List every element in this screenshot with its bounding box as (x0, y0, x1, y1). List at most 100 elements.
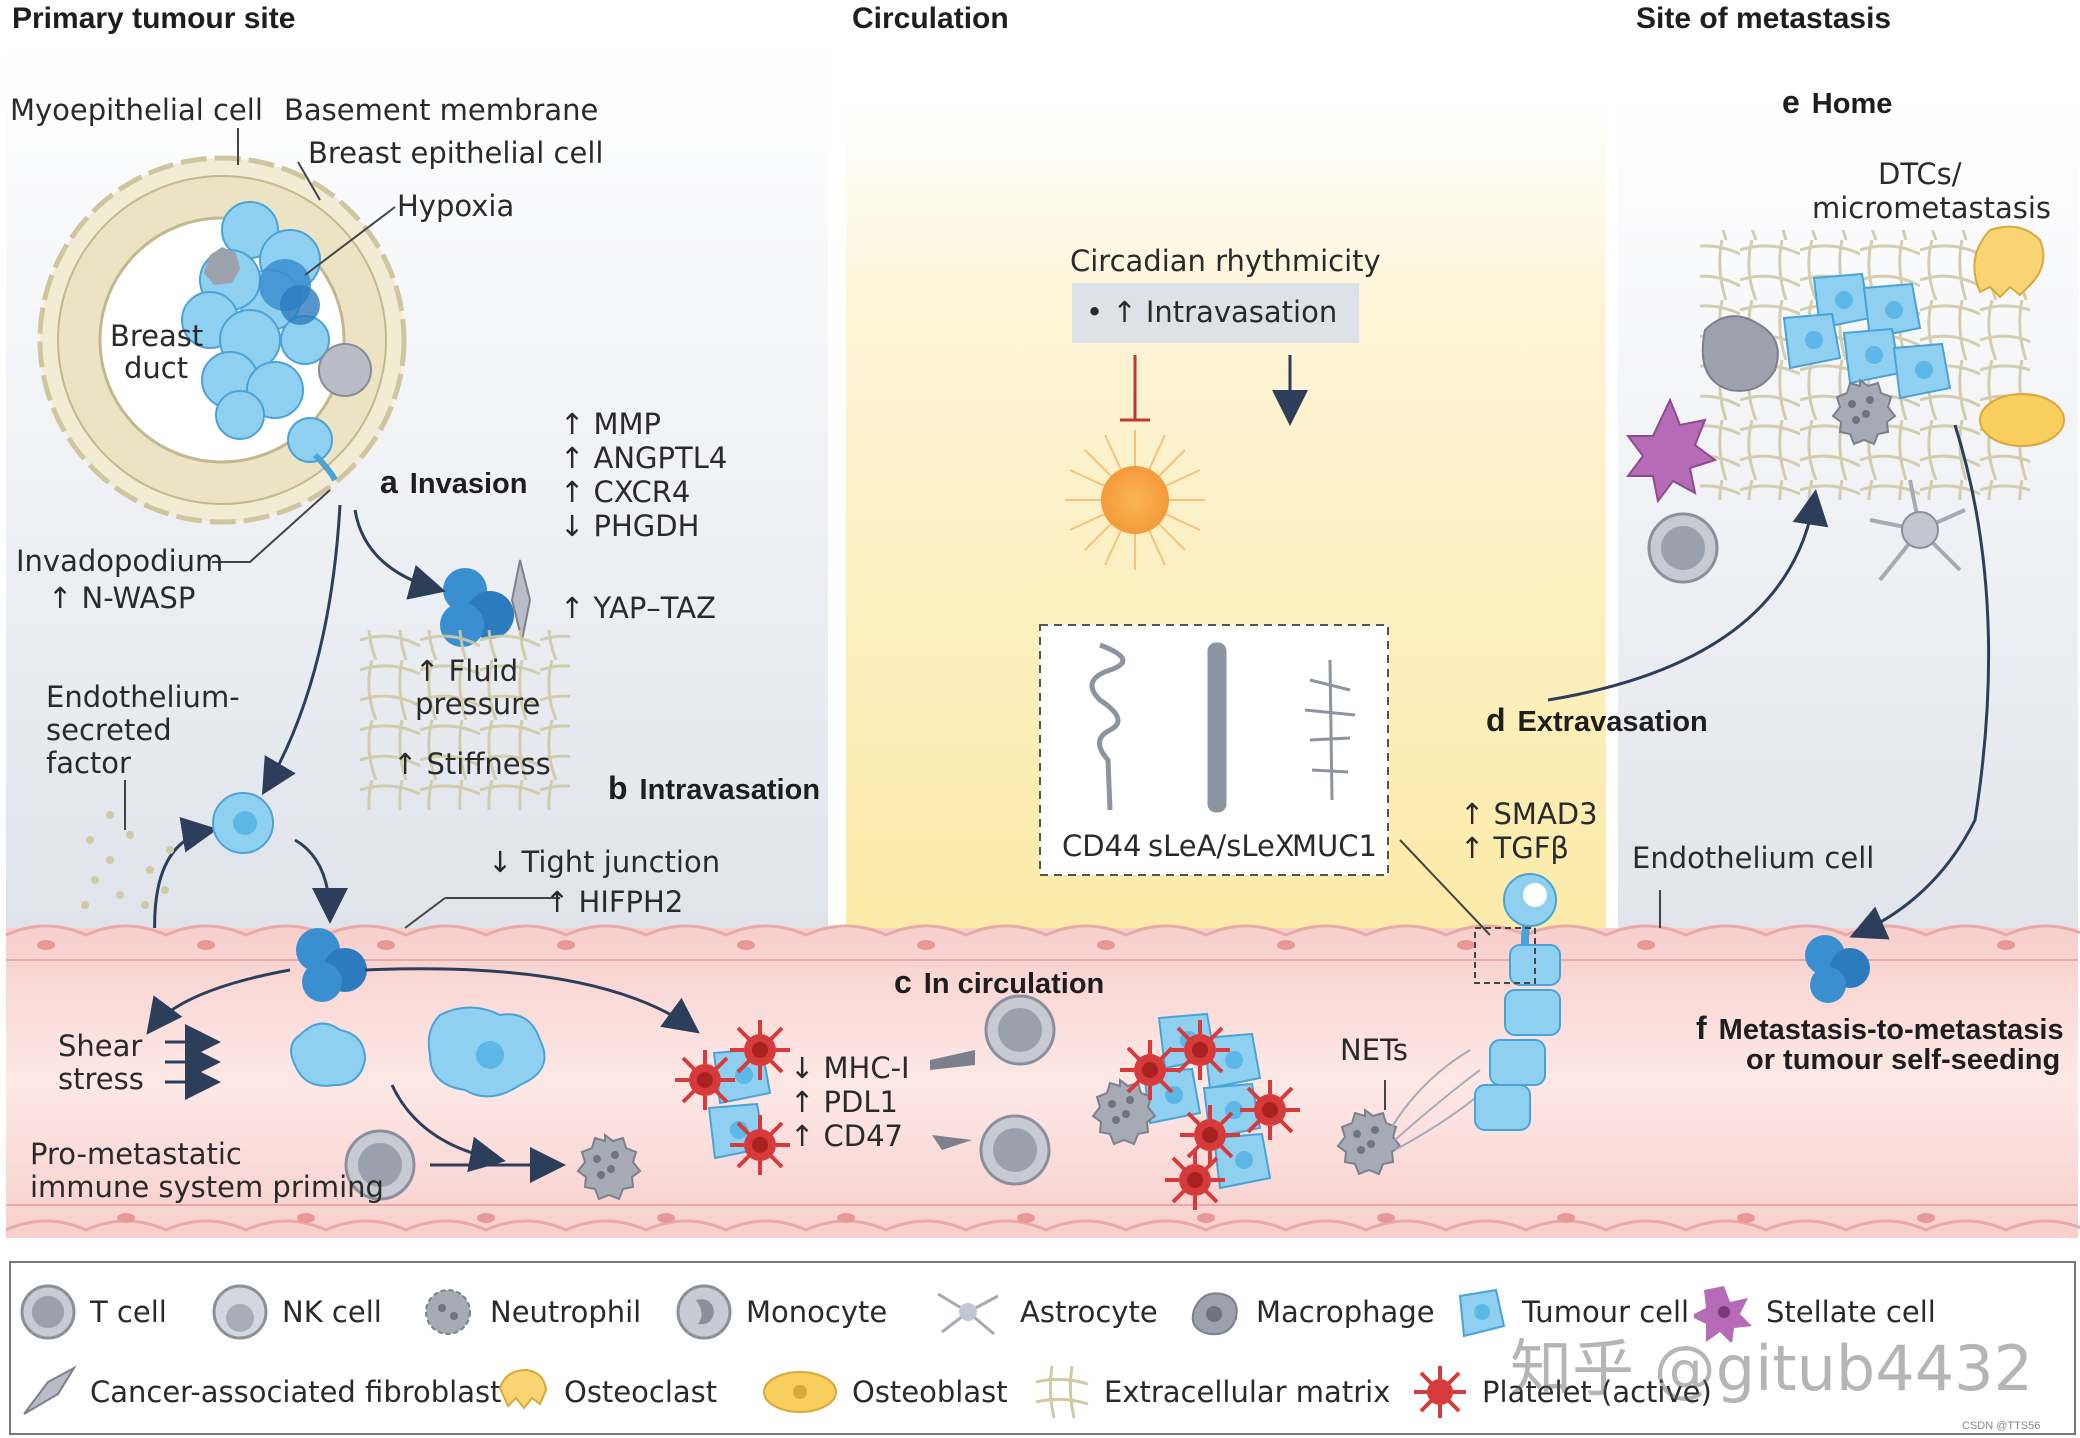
legend-stellate-cell: Stellate cell (1694, 1282, 1936, 1342)
ecm-icon (1035, 1365, 1089, 1419)
step-letter-e: e (1782, 84, 1800, 120)
legend-label: Osteoclast (564, 1374, 718, 1409)
legend-neutrophil: Neutrophil (418, 1282, 641, 1342)
step-intravasation-label: Intravasation (639, 774, 821, 806)
ecm-patch (360, 630, 570, 810)
label-immune-1: Pro-metastatic (30, 1137, 242, 1171)
label-nets: NETs (1340, 1033, 1409, 1067)
nk-cell-icon (212, 1284, 268, 1340)
label-yap-taz: ↑ YAP–TAZ (560, 591, 716, 625)
header-metastasis: Site of metastasis (1636, 2, 1892, 35)
legend-nk-cell: NK cell (210, 1282, 382, 1342)
step-letter-f: f (1696, 1010, 1707, 1046)
step-invasion-label: Invasion (409, 468, 528, 500)
step-self-seeding-line-2: or tumour self-seeding (1746, 1044, 2061, 1076)
vessel-tumour-blobs (290, 1006, 546, 1098)
molecule-slea: sLeA/sLeX (1148, 829, 1295, 863)
label-endothelium-cell: Endothelium cell (1632, 841, 1875, 875)
invasion-factor-4: ↓ PHGDH (560, 509, 700, 543)
breast-duct (37, 155, 407, 525)
label-circadian: Circadian rhythmicity (1070, 244, 1381, 278)
step-intravasation: b Intravasation (608, 770, 820, 807)
label-hypoxia: Hypoxia (397, 189, 515, 223)
invasion-factor-2: ↑ ANGPTL4 (560, 441, 728, 475)
step-in-circulation-label: In circulation (923, 968, 1105, 1000)
step-letter-b: b (608, 770, 628, 806)
legend-t-cell: T cell (18, 1282, 167, 1342)
step-home: e Home (1782, 84, 1892, 121)
stellate-cell-shape (1626, 397, 1718, 504)
molecule-cd44: CD44 (1062, 829, 1142, 863)
endothelial-nuclei (37, 940, 2015, 1223)
legend-label: Tumour cell (1522, 1294, 1690, 1329)
legend-caf: Cancer-associated fibroblast (18, 1362, 501, 1422)
legend-macrophage: Macrophage (1184, 1282, 1435, 1342)
legend-ecm: Extracellular matrix (1032, 1362, 1390, 1422)
legend-label: Stellate cell (1766, 1294, 1936, 1329)
duct-leader-lines (212, 128, 396, 563)
t-cell-icon (20, 1284, 76, 1340)
step-extravasation-label: Extravasation (1517, 706, 1708, 738)
legend-label: Monocyte (746, 1294, 888, 1329)
fibroblast-icon (23, 1365, 77, 1415)
step-extravasation: d Extravasation (1486, 702, 1708, 739)
molecule-muc1: MUC1 (1292, 829, 1377, 863)
osteoclast-shape (1973, 225, 2045, 299)
legend-label: Neutrophil (490, 1294, 642, 1329)
label-pressure: pressure (415, 687, 541, 721)
molecule-glyphs (1089, 642, 1356, 813)
circulation-arrows (146, 967, 700, 1183)
osteoblast-shape (1979, 393, 2065, 447)
legend-label: Macrophage (1256, 1294, 1435, 1329)
primary-arrows (153, 504, 446, 941)
label-stress: stress (58, 1062, 144, 1096)
credit: CSDN @TTS56 (1962, 1420, 2041, 1432)
label-smad3: ↑ SMAD3 (1460, 797, 1598, 831)
label-shear: Shear (58, 1029, 143, 1063)
label-cd47: ↑ CD47 (790, 1119, 903, 1153)
intravasating-cluster (296, 928, 367, 1002)
legend-label: NK cell (282, 1294, 382, 1329)
label-hifph2: ↑ HIFPH2 (545, 885, 684, 919)
label-breast: Breast (110, 319, 204, 353)
label-breast-epithelial: Breast epithelial cell (308, 136, 604, 170)
label-myoepithelial: Myoepithelial cell (10, 93, 263, 127)
header-primary: Primary tumour site (12, 2, 296, 35)
osteoclast-icon (498, 1368, 548, 1410)
shear-arrows (165, 1024, 221, 1100)
label-dtc-1: DTCs/ (1878, 157, 1962, 191)
legend-label: Extracellular matrix (1104, 1374, 1391, 1409)
label-invadopodium: Invadopodium (16, 544, 224, 578)
legend-label: Astrocyte (1020, 1294, 1158, 1329)
self-seeding-cluster (1805, 935, 1870, 1003)
monocyte-icon (676, 1284, 732, 1340)
sun-icon (1065, 430, 1205, 570)
label-dtc-2: micrometastasis (1812, 191, 2052, 225)
invasion-factor-3: ↑ CXCR4 (560, 475, 691, 509)
label-mhc: ↓ MHC-I (790, 1051, 910, 1085)
watermark: 知乎 @gitub4432 (1510, 1332, 2034, 1405)
label-pdl1: ↑ PDL1 (790, 1085, 898, 1119)
label-nwasp: ↑ N-WASP (48, 581, 196, 615)
label-endo-factor-3: factor (46, 746, 131, 780)
step-in-circulation: c In circulation (894, 964, 1104, 1001)
astrocyte-shape (1869, 479, 1966, 582)
step-letter-c: c (894, 964, 912, 1000)
legend-osteoblast: Osteoblast (760, 1362, 1008, 1422)
step-home-label: Home (1811, 88, 1893, 120)
extravasating-chain (1474, 873, 1561, 1131)
header-circulation: Circulation (852, 2, 1009, 35)
tumour-cell-icon (1458, 1288, 1506, 1338)
step-letter-d: d (1486, 702, 1506, 738)
platelet-icon (1414, 1366, 1466, 1418)
legend-label: T cell (90, 1294, 167, 1329)
macrophage-icon (1191, 1292, 1238, 1336)
secreted-factor-dots (81, 811, 174, 909)
osteoblast-icon (763, 1371, 837, 1413)
legend-platelet: Platelet (active) (1410, 1362, 1712, 1422)
legend-osteoclast: Osteoclast (492, 1362, 717, 1422)
label-duct: duct (124, 351, 189, 385)
